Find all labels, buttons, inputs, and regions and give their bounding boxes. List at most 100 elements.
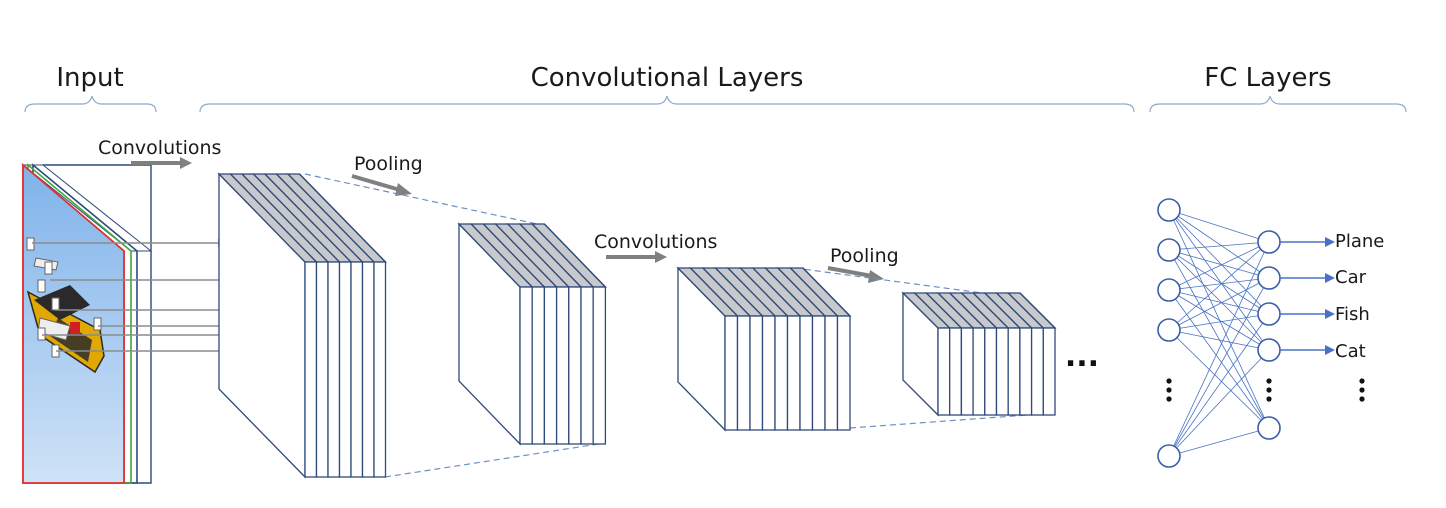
feature-map-slice: [327, 261, 341, 478]
output-arrowhead: [1325, 273, 1335, 283]
feature-map-slice: [1019, 327, 1033, 416]
feature-map-slice: [1042, 327, 1056, 416]
nn-connection: [1168, 289, 1270, 351]
convolutions-arrowhead-1: [180, 157, 192, 169]
feature-map-slice: [519, 286, 533, 445]
nn-connection: [1168, 289, 1270, 315]
nn-connection: [1168, 241, 1270, 457]
feature-map-slice: [984, 327, 998, 416]
nn-connection: [1168, 329, 1270, 351]
feature-map-slice: [1007, 327, 1021, 416]
input-neuron: [1157, 318, 1181, 342]
feature-map-slice: [580, 286, 594, 445]
block-edge: [299, 173, 386, 263]
feature-maps-pool1: [457, 222, 607, 446]
feature-map-slice: [304, 261, 318, 478]
feature-map-slice: [811, 315, 826, 431]
feature-map-slice: [786, 315, 801, 431]
nn-connection: [1168, 209, 1270, 429]
section-title-fc: FC Layers: [1204, 63, 1331, 93]
output-arrowhead: [1325, 345, 1335, 355]
feature-map-slice: [824, 315, 839, 431]
feature-map-slice: [949, 327, 963, 416]
feature-maps-conv2: [676, 266, 852, 432]
feature-map-slice: [724, 315, 739, 431]
section-title-convolutional: Convolutional Layers: [531, 63, 804, 93]
pooling-arrowhead-2: [868, 270, 884, 283]
connector-2a: [794, 267, 983, 294]
feature-map-slice: [799, 315, 814, 431]
feature-map-slice: [937, 327, 951, 416]
feature-map-slice: [836, 315, 851, 431]
output-label-fish: Fish: [1335, 304, 1370, 325]
nn-connection: [1168, 241, 1270, 291]
continuation-ellipsis: ...: [1065, 339, 1099, 374]
hidden-neuron: [1257, 266, 1281, 290]
block-edge: [802, 267, 851, 317]
feature-map-slice: [350, 261, 364, 478]
input-neuron: [1157, 238, 1181, 262]
nn-connection: [1168, 313, 1270, 457]
nn-connection: [1168, 329, 1270, 429]
nn-connection: [1168, 349, 1270, 457]
input-neuron: [1157, 444, 1181, 468]
nn-connection: [1168, 241, 1270, 251]
hidden-neuron: [1257, 416, 1281, 440]
nn-connection: [1168, 209, 1270, 243]
connector-1b: [384, 442, 606, 478]
feature-maps-pool2: [901, 291, 1057, 417]
step-label-convolutions-1: Convolutions: [98, 137, 221, 159]
feature-map-slice: [972, 327, 986, 416]
block-edge: [543, 223, 606, 288]
nn-connection: [1168, 313, 1270, 331]
section-title-input: Input: [56, 63, 123, 93]
nn-connection: [1168, 249, 1270, 429]
feature-map-slice: [761, 315, 776, 431]
output-arrowhead: [1325, 237, 1335, 247]
nn-connection: [1168, 249, 1270, 279]
step-label-pooling-1: Pooling: [354, 153, 423, 175]
nn-connection: [1168, 277, 1270, 457]
pooling-arrowhead-1: [395, 183, 412, 196]
hidden-neuron: [1257, 302, 1281, 326]
nn-connection: [1168, 209, 1270, 315]
feature-map-slice: [749, 315, 764, 431]
input-brace: [24, 95, 157, 113]
step-label-convolutions-2: Convolutions: [594, 231, 717, 253]
fully-connected-network: [1157, 198, 1335, 468]
feature-map-slice: [361, 261, 375, 478]
nn-connection: [1168, 427, 1270, 457]
convolutions-arrowhead-2: [655, 251, 667, 263]
pooling-arrow-1: [351, 174, 401, 192]
step-label-pooling-2: Pooling: [830, 245, 899, 267]
nn-connection: [1168, 277, 1270, 331]
fc-output-ellipsis: [1359, 378, 1365, 402]
nn-connection: [1168, 277, 1270, 291]
output-label-car: Car: [1335, 267, 1367, 288]
nn-connection: [1168, 209, 1270, 351]
feature-map-slice: [1030, 327, 1044, 416]
feature-map-slice: [592, 286, 607, 445]
pooling-arrow-2: [827, 266, 873, 278]
feature-map-slice: [736, 315, 751, 431]
nn-connection: [1168, 249, 1270, 351]
feature-map-slice: [995, 327, 1009, 416]
feature-maps-conv1: [217, 172, 388, 479]
hidden-neuron: [1257, 230, 1281, 254]
feature-map-slice: [568, 286, 582, 445]
feature-map-slice: [543, 286, 558, 445]
feature-map-slice: [315, 261, 329, 478]
feature-map-slice: [338, 261, 352, 478]
feature-map-slice: [373, 261, 387, 478]
airplane-image: [26, 237, 105, 374]
fc-hidden-ellipsis: [1266, 378, 1272, 402]
hidden-neuron: [1257, 338, 1281, 362]
output-label-cat: Cat: [1335, 341, 1366, 362]
block-edge: [1019, 292, 1056, 329]
input-image-volume: [21, 163, 153, 484]
nn-connection: [1168, 241, 1270, 331]
fc-brace: [1149, 95, 1407, 113]
output-label-plane: Plane: [1335, 231, 1384, 252]
output-arrowhead: [1325, 309, 1335, 319]
